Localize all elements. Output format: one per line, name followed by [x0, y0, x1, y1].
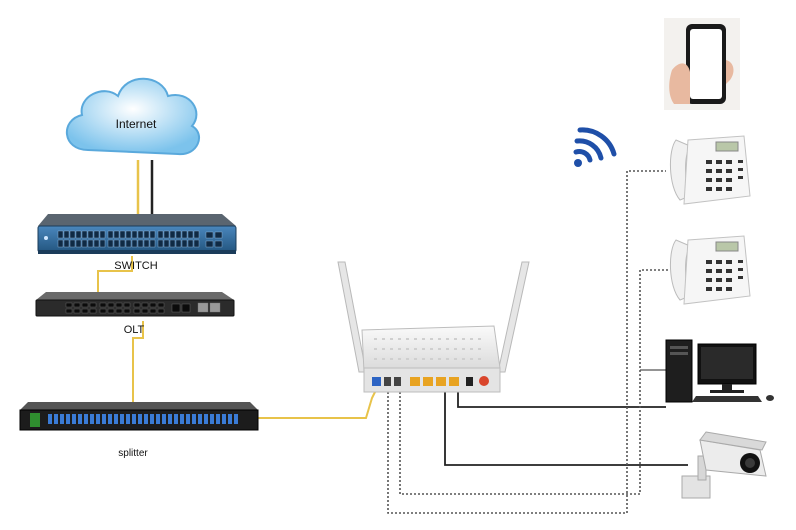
router-vents	[374, 338, 481, 360]
internet-label: Internet	[116, 117, 157, 131]
olt-ports	[65, 302, 221, 314]
desktop-computer-icon	[665, 339, 774, 403]
connection-lines	[97, 160, 688, 514]
fiber-splitter-router	[257, 385, 379, 419]
network-switch-icon: SWITCH	[37, 214, 237, 272]
onu-router-icon	[337, 261, 530, 393]
olt-label: OLT	[124, 324, 145, 336]
router-ports	[372, 376, 489, 386]
splitter-ports	[48, 414, 238, 424]
fiber-splitter-icon: splitter	[19, 402, 259, 459]
splitter-label: splitter	[118, 448, 148, 459]
desk-telephone-icon-2	[669, 235, 751, 305]
telephone-keypad	[706, 160, 743, 191]
switch-label: SWITCH	[114, 260, 157, 272]
switch-ports	[57, 230, 223, 248]
fiber-olt-splitter	[132, 321, 144, 403]
cctv-camera-icon	[681, 431, 767, 499]
smartphone-icon	[664, 18, 740, 110]
cloud-icon: Internet	[65, 77, 200, 156]
fiber-switch-olt	[97, 256, 133, 292]
ethernet-router-computer	[457, 388, 666, 408]
phone-line-router-telephone-1	[387, 170, 666, 514]
olt-device-icon: OLT	[35, 292, 235, 336]
phone-line-router-telephone-2	[399, 269, 668, 495]
desk-telephone-icon	[669, 135, 751, 205]
telephone-keypad-2	[706, 260, 743, 291]
wifi-signal-icon	[573, 127, 617, 167]
ethernet-router-camera	[444, 388, 688, 466]
